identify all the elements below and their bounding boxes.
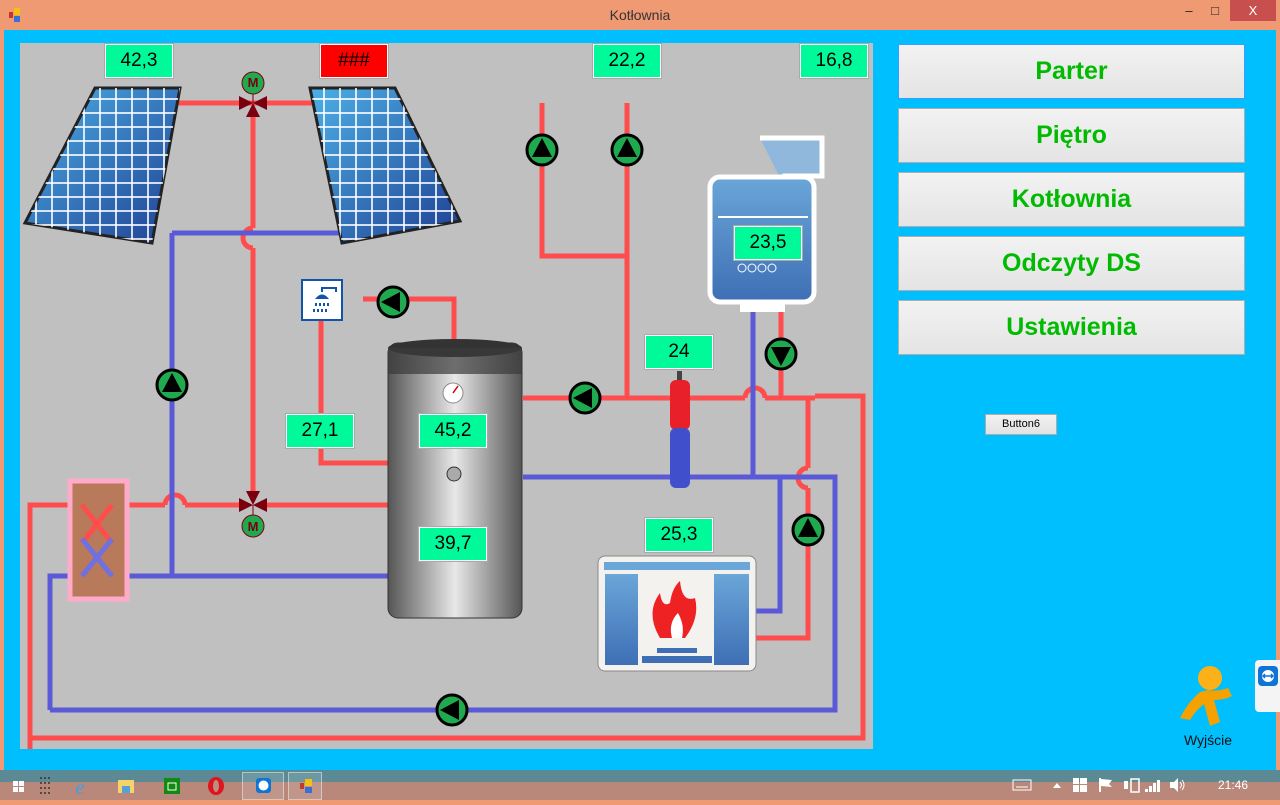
pump-gas-boiler[interactable] <box>764 337 798 371</box>
pump-heating-1[interactable] <box>525 133 559 167</box>
pump-dhw-circulation[interactable] <box>376 285 410 319</box>
temp-tank-top: 45,2 <box>418 413 488 449</box>
taskbar-store[interactable] <box>154 772 190 800</box>
teamviewer-icon <box>256 778 271 793</box>
nav-parter-button[interactable]: Parter <box>898 44 1245 99</box>
expansion-vessel <box>670 371 690 488</box>
button6[interactable]: Button6 <box>985 414 1057 435</box>
nav-odczyty-ds-button[interactable]: Odczyty DS <box>898 236 1245 291</box>
taskbar-internet-explorer[interactable]: e <box>62 772 98 800</box>
nav-ustawienia-button[interactable]: Ustawienia <box>898 300 1245 355</box>
window-title: Kotłownia <box>609 7 671 23</box>
taskbar-teamviewer[interactable] <box>242 772 284 800</box>
taskbar-opera[interactable] <box>198 772 234 800</box>
piping-diagram: M M <box>22 71 866 749</box>
pump-direction-arrow-icon <box>532 138 552 157</box>
volume-icon[interactable] <box>1168 777 1186 793</box>
start-button[interactable] <box>0 772 36 800</box>
pump-direction-arrow-icon <box>381 292 400 312</box>
folder-icon <box>118 780 134 793</box>
nav-kotlownia-button[interactable]: Kotłownia <box>898 172 1245 227</box>
exit-button[interactable]: Wyjście <box>1170 660 1246 755</box>
solar-panel-left <box>22 86 182 245</box>
pump-direction-arrow-icon <box>440 700 459 720</box>
taskbar-file-explorer[interactable] <box>108 772 144 800</box>
title-bar: Kotłownia – □ X <box>0 0 1280 30</box>
clock[interactable]: 21:46 <box>1218 778 1249 792</box>
pump-direction-arrow-icon <box>573 388 592 408</box>
keyboard-icon[interactable] <box>1012 779 1032 791</box>
hot-water-tank <box>387 339 523 619</box>
temp-outdoor: 16,8 <box>799 43 869 79</box>
valve-motor-label-bottom: M <box>248 519 259 534</box>
pump-tank-loading[interactable] <box>568 381 602 415</box>
teamviewer-panel-tab[interactable] <box>1255 660 1280 712</box>
app-icon <box>9 8 20 22</box>
close-button[interactable]: X <box>1230 0 1276 21</box>
battery-icon[interactable] <box>1122 777 1140 793</box>
running-man-icon <box>1180 666 1232 726</box>
temp-gas-boiler: 23,5 <box>733 225 803 261</box>
minimize-button[interactable]: – <box>1185 3 1193 18</box>
internet-explorer-icon: e <box>76 777 85 799</box>
valve-motor-label-top: M <box>248 75 259 90</box>
taskbar: e 21:46 <box>0 770 1280 800</box>
three-way-valve-top[interactable] <box>239 71 267 117</box>
windows-logo-icon <box>13 781 24 792</box>
opera-icon <box>208 777 224 795</box>
signal-icon[interactable] <box>1144 777 1162 793</box>
action-center-windows-icon[interactable] <box>1072 777 1088 793</box>
temp-dhw-return: 27,1 <box>285 413 355 449</box>
pump-direction-arrow-icon <box>162 373 182 392</box>
temp-tank-bottom: 39,7 <box>418 526 488 562</box>
temp-fireplace: 25,3 <box>644 517 714 553</box>
pump-heating-2[interactable] <box>610 133 644 167</box>
flag-icon[interactable] <box>1098 777 1114 793</box>
pump-solar[interactable] <box>155 368 189 402</box>
store-icon <box>164 778 180 794</box>
heat-exchanger <box>67 478 130 602</box>
pump-direction-arrow-icon <box>771 347 791 366</box>
app-icon <box>300 779 312 793</box>
apps-grid-button[interactable] <box>30 772 60 800</box>
exit-label: Wyjście <box>1183 732 1233 748</box>
taskbar-kotlownia-app[interactable] <box>288 772 322 800</box>
show-hidden-icons-icon[interactable] <box>1052 781 1062 789</box>
solar-panel-right <box>308 86 463 245</box>
apps-grid-icon <box>40 777 50 794</box>
pump-direction-arrow-icon <box>617 138 637 157</box>
nav-pietro-button[interactable]: Piętro <box>898 108 1245 163</box>
gas-boiler <box>707 135 825 312</box>
temp-solar-left: 42,3 <box>104 43 174 79</box>
pump-return[interactable] <box>435 693 469 727</box>
teamviewer-icon <box>1258 666 1278 686</box>
pumps <box>155 133 825 727</box>
pump-fireplace[interactable] <box>791 513 825 547</box>
three-way-valve-bottom[interactable] <box>239 491 267 538</box>
boiler-room-scheme: M M <box>20 43 873 749</box>
svg-text:e: e <box>76 777 85 799</box>
shower-icon <box>301 279 343 321</box>
pump-direction-arrow-icon <box>798 518 818 537</box>
temp-heating-circuit: 22,2 <box>592 43 662 79</box>
fireplace <box>597 555 757 672</box>
temp-solar-right: ### <box>319 43 389 79</box>
maximize-button[interactable]: □ <box>1211 3 1219 18</box>
temp-buffer: 24 <box>644 334 714 370</box>
